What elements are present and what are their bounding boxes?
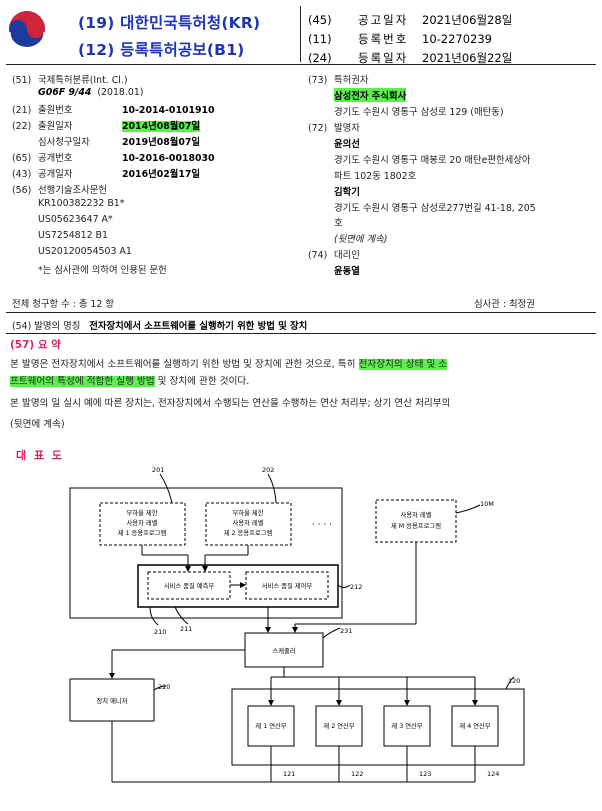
unit-2-label: 제 2 연산부 bbox=[323, 721, 354, 730]
app-1-box bbox=[99, 502, 186, 546]
representative-figure-heading: 대 표 도 bbox=[16, 449, 65, 462]
ref-10m: 10M bbox=[480, 500, 494, 508]
patentee-row: (73)특허권자 bbox=[308, 75, 369, 86]
ref-122: 122 bbox=[351, 770, 363, 778]
prior-art-item: KR100382232 B1* bbox=[38, 198, 125, 209]
patentee-name: 삼성전자 주식회사 bbox=[334, 88, 407, 102]
ref-201: 201 bbox=[152, 466, 164, 474]
ref-211: 211 bbox=[180, 625, 192, 633]
ref-212: 212 bbox=[350, 583, 362, 591]
abstract-continued: (뒷면에 계속) bbox=[10, 419, 65, 430]
kipo-logo bbox=[8, 10, 46, 50]
header-divider bbox=[300, 6, 301, 62]
figure-labels: 부하율 제한 사용자 레벨 제 1 응용프로그램 부하율 제한 사용자 레벨 제… bbox=[97, 508, 491, 730]
unit-3-label: 제 3 연산부 bbox=[391, 721, 422, 730]
abstract-heading: (57) 요 약 bbox=[10, 339, 61, 351]
abstract-paragraph-1: 본 발명은 전자장치에서 소프트웨어를 실행하기 위한 방법 및 장치에 관한 … bbox=[10, 359, 448, 387]
ipc-row: (51)국제특허분류(Int. Cl.) bbox=[12, 75, 128, 86]
compute-units-box bbox=[231, 688, 525, 766]
ref-202: 202 bbox=[262, 466, 274, 474]
invention-title-row: (54) 발명의 명칭 전자장치에서 소프트웨어를 실행하기 위한 방법 및 장… bbox=[12, 321, 308, 332]
ref-124: 124 bbox=[487, 770, 499, 778]
app-2-label-line2: 사용자 레벨 bbox=[233, 518, 264, 527]
reference-numerals: 201 202 10M 212 210 211 231 220 120 121 … bbox=[152, 466, 520, 778]
patentee-address: 경기도 수원시 영통구 삼성로 129 (매탄동) bbox=[334, 107, 504, 118]
controller-box bbox=[245, 571, 329, 600]
inventor-row: (72)발명자 bbox=[308, 123, 360, 134]
ref-210: 210 bbox=[154, 628, 166, 636]
inventor-1-name: 윤의선 bbox=[334, 139, 360, 150]
ref-123: 123 bbox=[419, 770, 431, 778]
app-1-label-line1: 부하율 제한 bbox=[127, 508, 158, 517]
inventor-2-address-cont: 호 bbox=[334, 218, 343, 229]
prior-art-row: (56)선행기술조사문헌 bbox=[12, 185, 108, 196]
app-m-box bbox=[375, 499, 457, 543]
app-1-label-line3: 제 1 응용프로그램 bbox=[118, 529, 167, 537]
prior-art-item: US20120054503 A1 bbox=[38, 246, 132, 257]
app-m-label-line1: 사용자 레벨 bbox=[401, 510, 432, 519]
app-m-label-line2: 제 M 응용프로그램 bbox=[391, 522, 441, 530]
agent-name: 윤동열 bbox=[334, 266, 360, 277]
ipc-value-row: G06F 9/44 (2018.01) bbox=[38, 87, 144, 98]
unit-4-label: 제 4 연산부 bbox=[459, 721, 490, 730]
unit-1-label: 제 1 연산부 bbox=[255, 721, 286, 730]
predictor-label: 서비스 품질 예측부 bbox=[164, 581, 215, 590]
app-1-label-line2: 사용자 레벨 bbox=[127, 518, 158, 527]
total-claims: 전체 청구항 수 : 총 12 항 bbox=[12, 299, 114, 310]
publication-type: (12) 등록특허공보(B1) bbox=[78, 41, 245, 59]
inventor-2-address: 경기도 수원시 영통구 삼성로277번길 41-18, 205 bbox=[334, 203, 536, 214]
ref-231: 231 bbox=[340, 627, 352, 635]
inventor-1-address-cont: 파트 102동 1802호 bbox=[334, 171, 417, 182]
agent-row: (74)대리인 bbox=[308, 250, 360, 261]
application-layer-box bbox=[69, 487, 343, 619]
ref-220: 220 bbox=[158, 683, 170, 691]
app-2-label-line3: 제 2 응용프로그램 bbox=[224, 529, 273, 537]
prior-art-item: US05623647 A* bbox=[38, 214, 113, 225]
ref-121: 121 bbox=[283, 770, 295, 778]
claims-rule bbox=[6, 312, 596, 313]
inventor-1-address: 경기도 수원시 영통구 매봉로 20 매탄e편한세상아 bbox=[334, 155, 531, 166]
header-bottom-rule bbox=[6, 64, 596, 65]
inventor-2-name: 김학기 bbox=[334, 187, 360, 198]
continued-note: (뒷면에 계속) bbox=[334, 234, 388, 245]
service-quality-box bbox=[137, 564, 339, 608]
taegeuk-emblem-icon bbox=[9, 11, 45, 50]
abstract-paragraph-2: 본 발명의 일 실시 예에 따른 장치는, 전자장치에서 수행되는 연산을 수행… bbox=[10, 398, 451, 409]
ref-120: 120 bbox=[508, 677, 520, 685]
prior-art-note: *는 심사관에 의하여 인용된 문헌 bbox=[38, 265, 167, 276]
controller-label: 서비스 품질 제어부 bbox=[262, 581, 313, 590]
app-2-box bbox=[205, 502, 292, 546]
device-manager-label: 장치 매니저 bbox=[97, 696, 128, 705]
scheduler-label: 스케줄러 bbox=[272, 646, 295, 655]
issuing-office: (19) 대한민국특허청(KR) bbox=[78, 14, 261, 32]
ellipsis: · · · · bbox=[312, 520, 332, 530]
examiner: 심사관 : 최정권 bbox=[474, 299, 535, 310]
app-2-label-line1: 부하율 제한 bbox=[233, 508, 264, 517]
prior-art-item: US7254812 B1 bbox=[38, 230, 108, 241]
title-rule bbox=[6, 333, 596, 334]
